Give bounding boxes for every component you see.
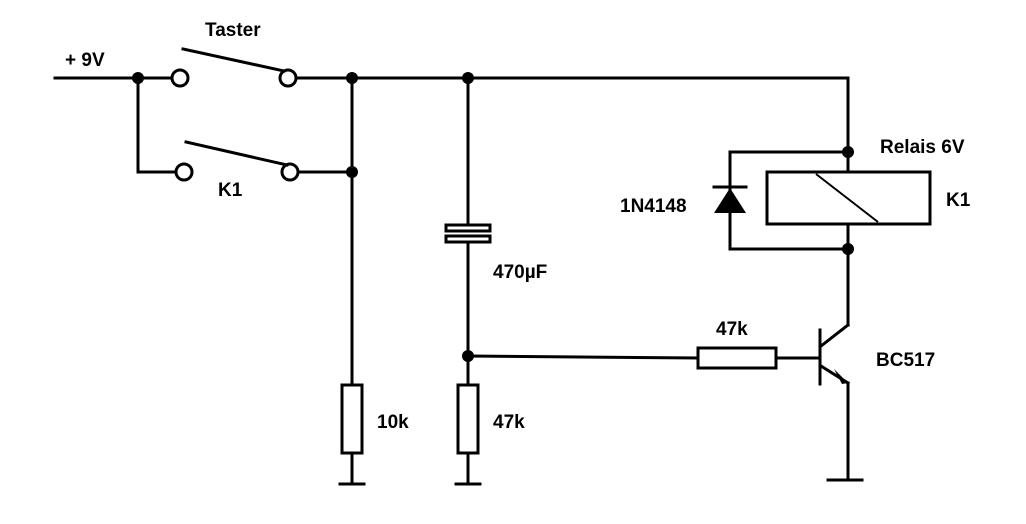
- junctions: [132, 72, 854, 362]
- junction: [346, 166, 358, 178]
- relay-section: [712, 76, 932, 327]
- taster-contact-left: [170, 68, 190, 88]
- base-path: [466, 346, 820, 370]
- junction: [842, 146, 854, 158]
- diode-label: 1N4148: [620, 196, 687, 217]
- emitter-arrow: [834, 369, 848, 384]
- relay-coil-diagonal: [815, 173, 879, 223]
- junction: [132, 72, 144, 84]
- relay-title-label: Relais 6V: [880, 137, 965, 158]
- wire: [466, 354, 700, 360]
- resistor-47k-base: [696, 346, 778, 370]
- resistor-47k-bottom-label: 47k: [493, 412, 525, 433]
- transistor-label: BC517: [876, 350, 935, 371]
- resistor-10k-branch: [338, 76, 366, 486]
- transistor-collector: [818, 322, 851, 349]
- supply-label: + 9V: [65, 50, 105, 71]
- junction: [842, 243, 854, 255]
- resistor-10k-label: 10k: [377, 412, 409, 433]
- diode-1n4148: [714, 188, 746, 213]
- junction: [346, 72, 358, 84]
- k1-lever: [184, 140, 289, 167]
- junction: [462, 72, 474, 84]
- supply-and-switches: [53, 47, 354, 182]
- junction: [462, 350, 474, 362]
- capacitor-plate-top: [444, 223, 492, 233]
- relay-ref-label: K1: [946, 190, 971, 211]
- taster-lever: [181, 47, 286, 73]
- k1-contact-right: [280, 162, 300, 182]
- k1-contact-label: K1: [218, 180, 243, 201]
- labels: + 9V Taster K1 Relais 6V K1 1N4148 470µF…: [65, 20, 971, 433]
- resistor-10k: [340, 383, 364, 455]
- base-resistor-label: 47k: [716, 319, 748, 340]
- k1-contact-left: [174, 162, 194, 182]
- transistor-bc517: [818, 322, 864, 482]
- capacitor-label: 470µF: [493, 262, 547, 283]
- taster-label: Taster: [205, 20, 261, 41]
- taster-contact-right: [278, 68, 298, 88]
- capacitor-branch: [444, 76, 492, 486]
- resistor-47k-bottom: [456, 383, 480, 455]
